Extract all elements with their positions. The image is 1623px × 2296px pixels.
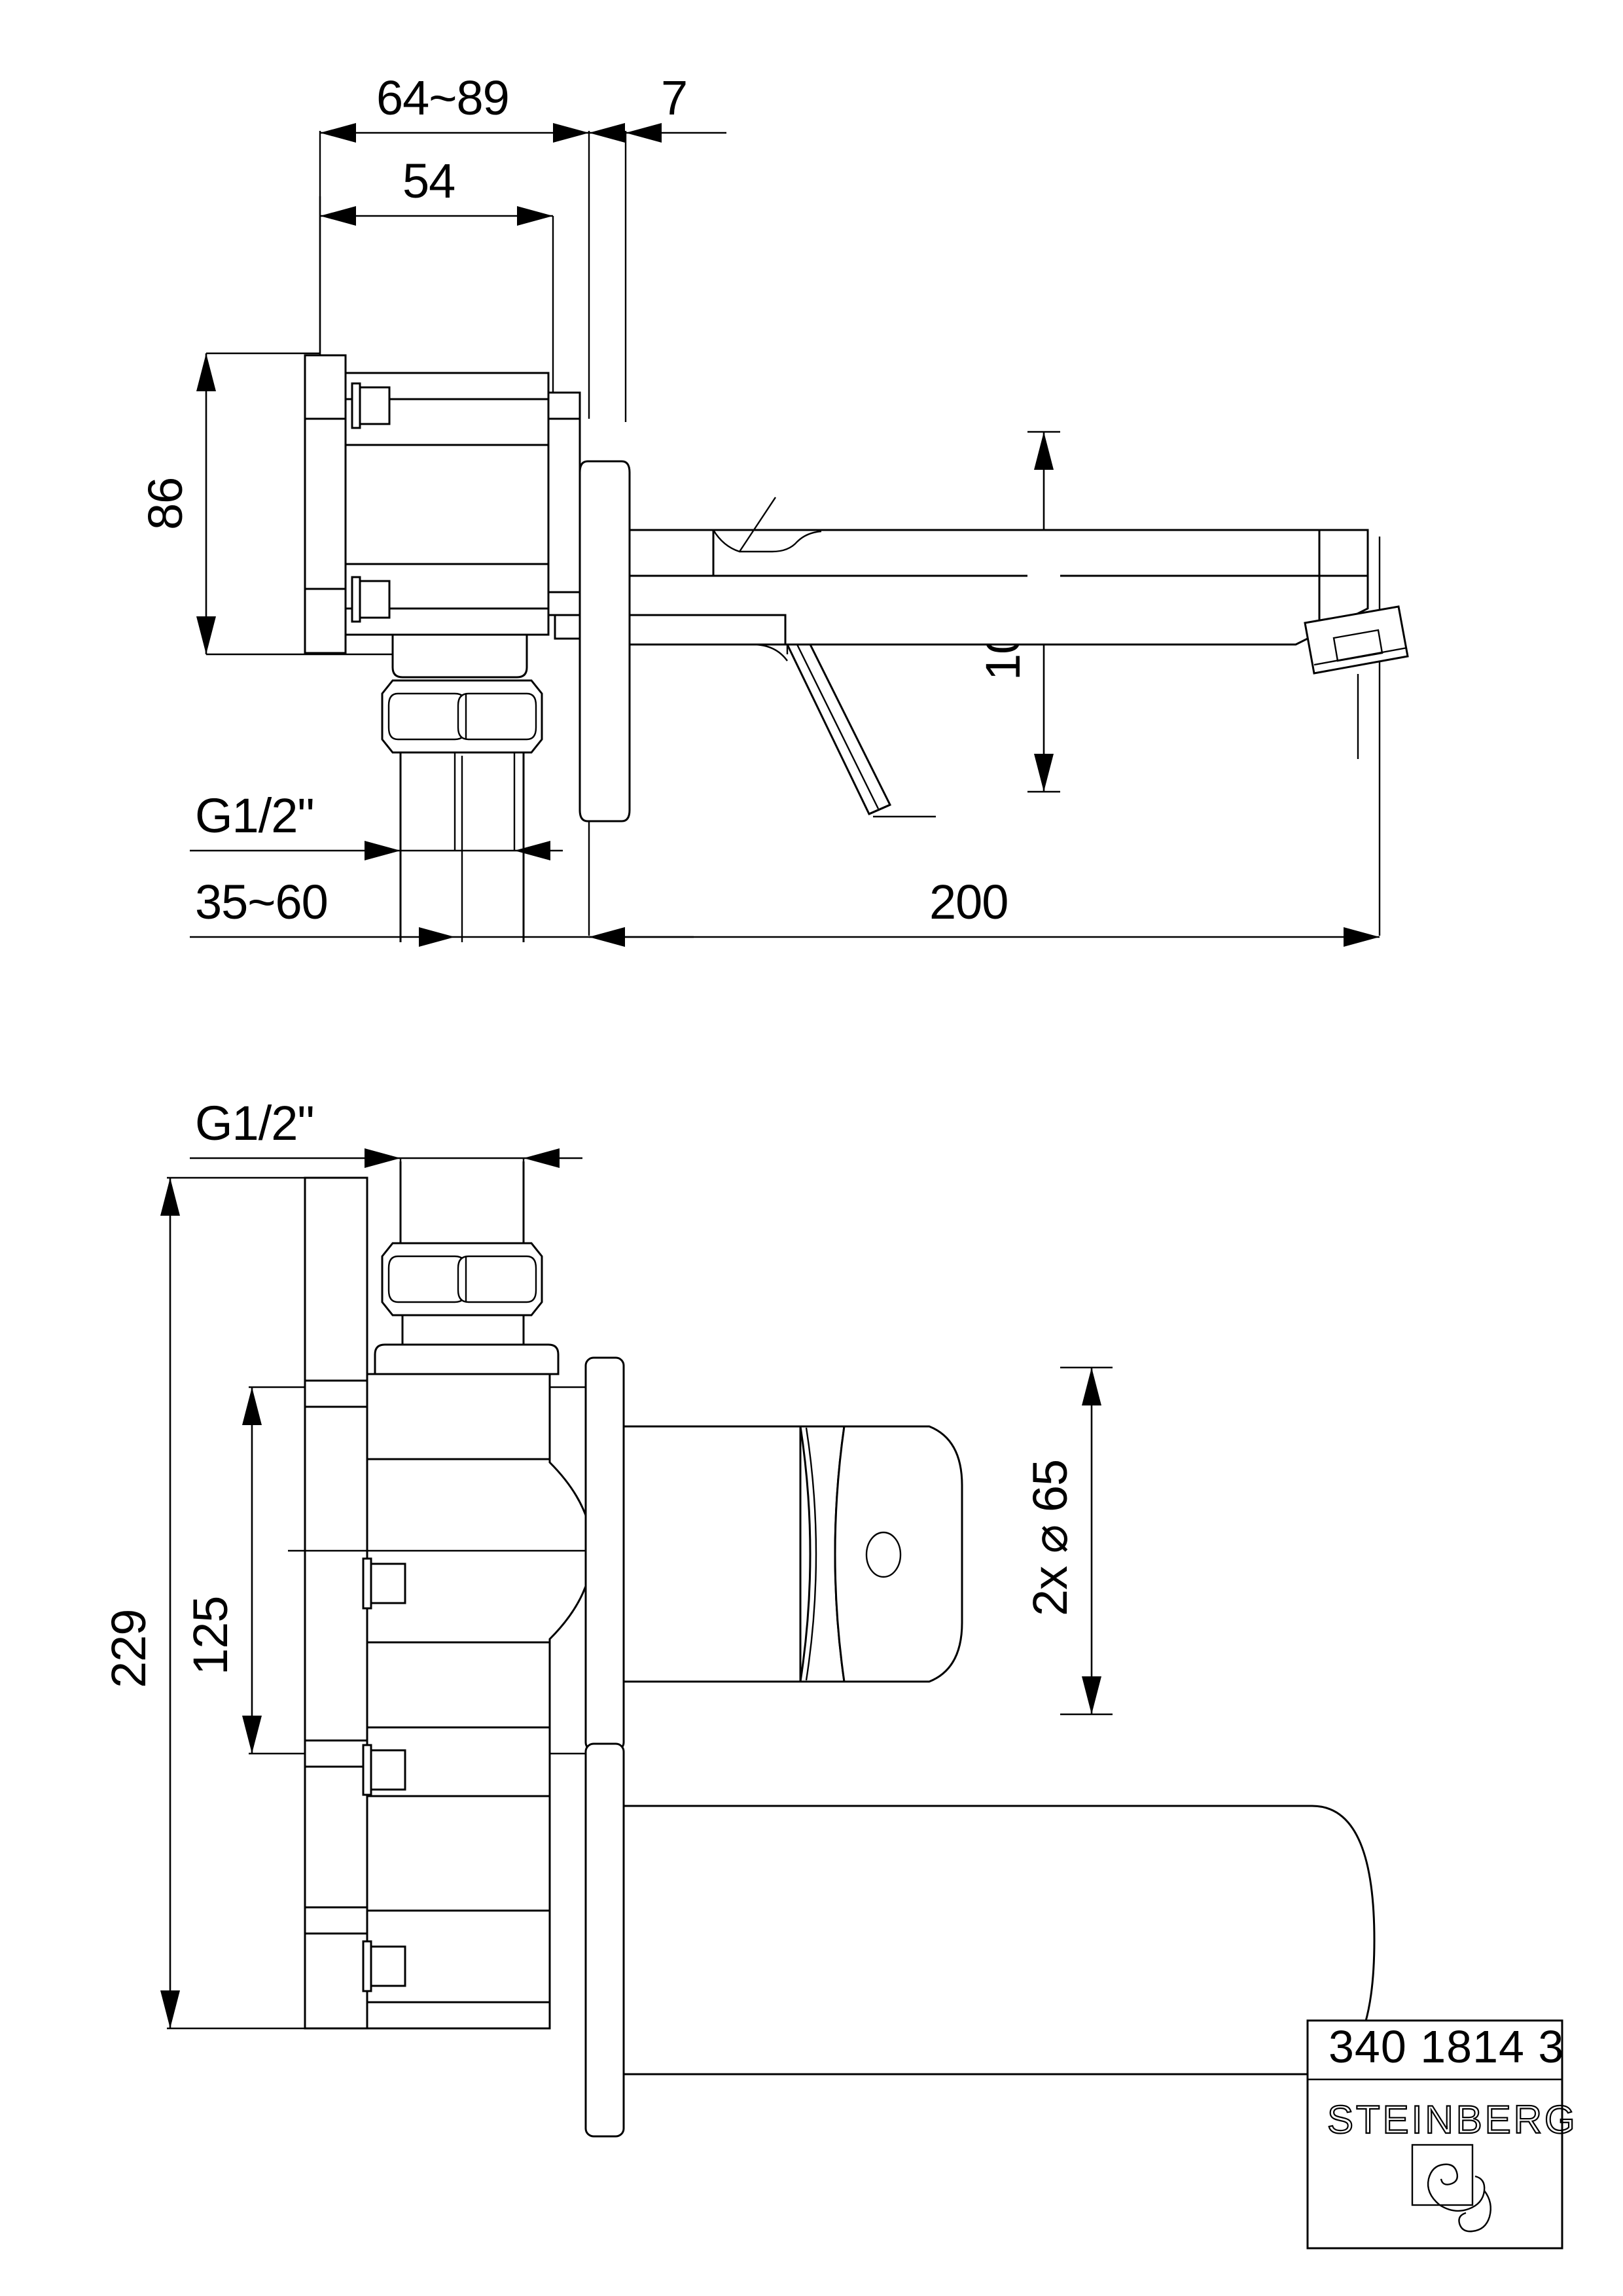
- dim-86: 86: [138, 353, 216, 654]
- dim-2x-65-label: 2x ⌀ 65: [1023, 1460, 1077, 1616]
- dim-2x-65: 2x ⌀ 65: [1023, 1368, 1101, 1714]
- dim-229: 229: [101, 1178, 180, 2028]
- dim-200-label: 200: [929, 875, 1008, 929]
- dim-125: 125: [183, 1387, 262, 1754]
- dim-g12-top-label: G1/2": [195, 788, 314, 843]
- front-view-body: [288, 1373, 594, 2030]
- side-view-concealed-body: [304, 354, 582, 942]
- front-elevation-view: G1/2" 2x ⌀ 65 229 125: [101, 1096, 1376, 2138]
- side-elevation-view: 64~89 7 54 86: [138, 71, 1409, 947]
- dim-200: 200: [589, 875, 1380, 947]
- dim-35-60: 35~60: [190, 875, 694, 947]
- side-view-lever-handle: [628, 614, 936, 818]
- dim-125-label: 125: [183, 1597, 238, 1675]
- dim-64-89: 64~89: [320, 71, 589, 143]
- article-number: 340 1814 3: [1329, 2021, 1564, 2072]
- dim-g12-bottom-label: G1/2": [195, 1096, 314, 1150]
- brand-name: STEINBERG: [1327, 2098, 1578, 2142]
- front-view-spout: [584, 1742, 1376, 2138]
- front-view-mounting-plate: [304, 1176, 368, 2030]
- dim-54: 54: [320, 154, 553, 226]
- dim-g12-top: G1/2": [190, 788, 563, 860]
- dim-64-89-label: 64~89: [376, 71, 509, 125]
- dim-7: 7: [589, 71, 726, 143]
- front-view-handle-assembly: [584, 1356, 963, 1752]
- dim-229-label: 229: [101, 1610, 156, 1688]
- front-view-inlet-union: [374, 1161, 560, 1375]
- dim-7-label: 7: [661, 71, 687, 125]
- title-block: 340 1814 3 STEINBERG: [1306, 2019, 1578, 2250]
- dim-35-60-label: 35~60: [195, 875, 328, 929]
- dim-86-label: 86: [138, 478, 192, 530]
- dim-54-label: 54: [402, 154, 455, 208]
- side-view-spout: [628, 497, 1409, 759]
- side-view-wall-plate: [579, 460, 631, 822]
- steinberg-logo-icon: [1411, 2144, 1491, 2233]
- dim-g12-bottom: G1/2": [190, 1096, 582, 1168]
